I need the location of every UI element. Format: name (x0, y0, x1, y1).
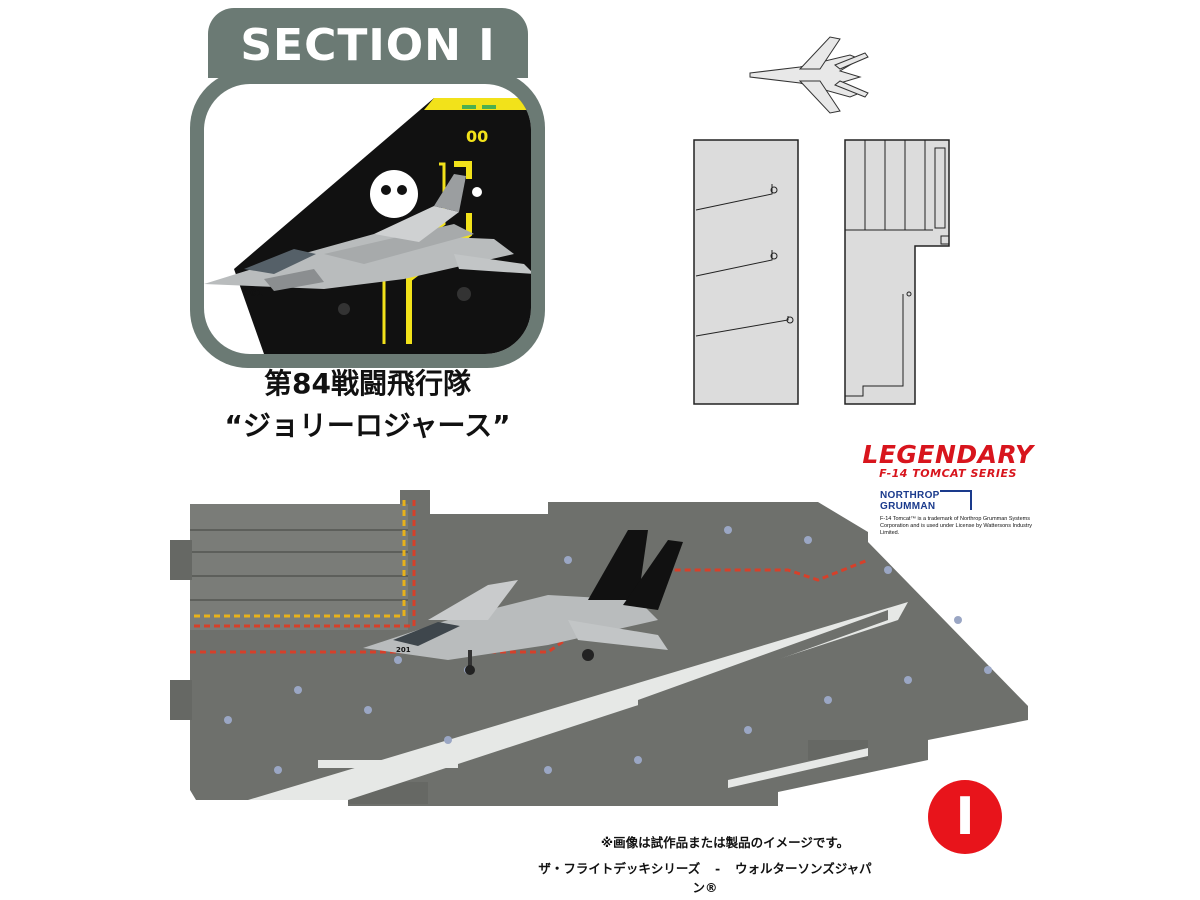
squadron-name: 第84戦闘飛行隊 (264, 367, 471, 400)
section-letter-badge: I (928, 780, 1002, 854)
squadron-nickname: “ジョリーロジャース” (224, 409, 511, 442)
image-disclaimer: ※画像は試作品または製品のイメージです。 (600, 835, 850, 850)
ng-line1: NORTHROP (880, 490, 940, 501)
f14-jet-illustration: 201 (204, 174, 531, 315)
jet-nose-number: 201 (244, 289, 263, 299)
tail-fin-illustration: 00 201 (204, 98, 531, 354)
section-badge: SECTION I 00 (190, 8, 545, 368)
section-title: SECTION I (208, 8, 528, 78)
deck-piece-right-schematic (844, 139, 950, 405)
brand-name: ウォルターソンズジャパン® (692, 861, 872, 895)
tail-light-1 (462, 105, 476, 109)
legendary-title: LEGENDARY (862, 440, 1034, 469)
legendary-series-logo: LEGENDARY F-14 TOMCAT SERIES (858, 442, 1038, 480)
tail-yellow-stripe-thin (382, 162, 446, 344)
tail-code: 00 (466, 127, 488, 146)
deck-piece-left-schematic (693, 139, 799, 405)
ng-line2: GRUMMAN (880, 501, 936, 512)
skull-emblem (370, 170, 418, 218)
credit-separator: - (715, 861, 721, 876)
flight-deck-diorama: 201 (170, 490, 1028, 806)
tail-art-panel: 00 201 (204, 84, 531, 354)
northrop-grumman-logo: NORTHROP GRUMMAN F-14 Tomcat™ is a trade… (880, 490, 1040, 536)
series-name: ザ・フライトデッキシリーズ (538, 861, 701, 876)
jet-top-view-icon (749, 36, 869, 114)
tail-light-2 (482, 105, 496, 109)
tail-tip-stripe (424, 98, 531, 110)
deck-jet-nose-number: 201 (396, 646, 411, 654)
trademark-notice: F-14 Tomcat™ is a trademark of Northrop … (880, 516, 1033, 536)
ng-wordmark: NORTHROP GRUMMAN (880, 490, 1040, 512)
deck-elevator (190, 504, 408, 630)
deck-landing-line (248, 602, 908, 800)
f14-jet-on-deck: 201 (363, 530, 683, 675)
ng-logo-frame (940, 490, 972, 510)
series-credit: ザ・フライトデッキシリーズ - ウォルターソンズジャパン® (535, 858, 875, 896)
legendary-subtitle: F-14 TOMCAT SERIES (879, 467, 1017, 480)
